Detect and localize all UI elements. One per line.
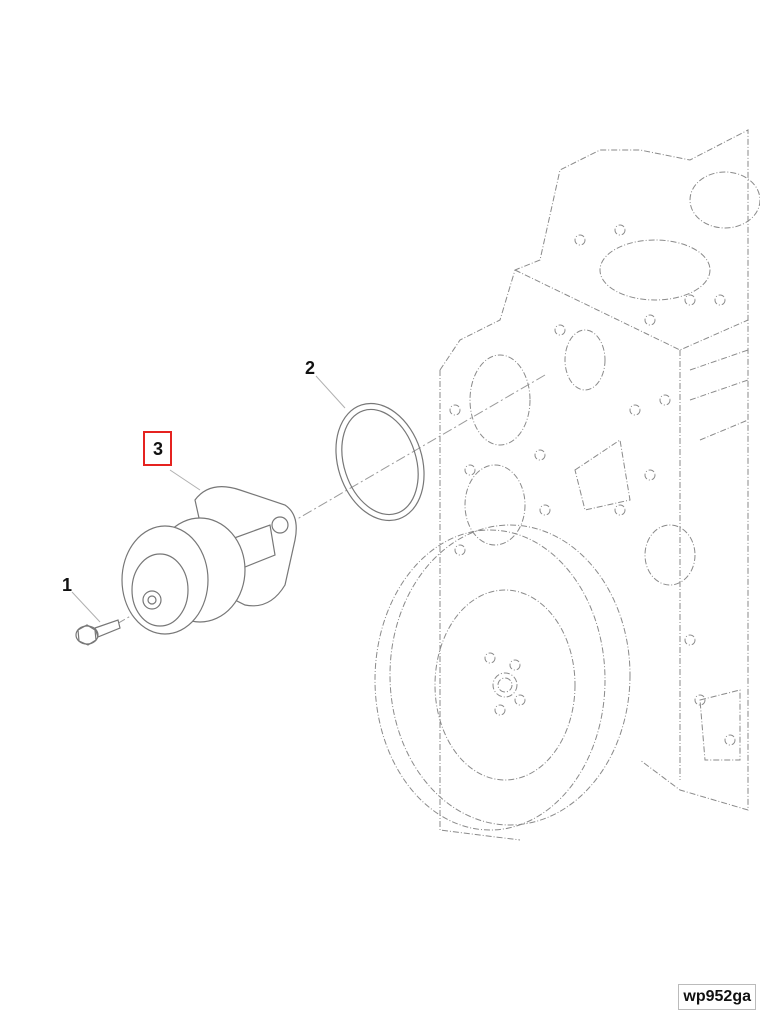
engine-block — [439, 129, 760, 841]
o-ring — [335, 402, 425, 522]
figure-id-label: wp952ga — [678, 984, 756, 1010]
callout-3-highlighted: 3 — [143, 431, 173, 466]
water-pump — [121, 486, 297, 635]
crankshaft-pulley — [374, 524, 631, 831]
bolt — [75, 619, 121, 646]
callout-1: 1 — [62, 575, 73, 595]
leader-lines — [71, 375, 346, 623]
callout-2: 2 — [305, 358, 316, 378]
